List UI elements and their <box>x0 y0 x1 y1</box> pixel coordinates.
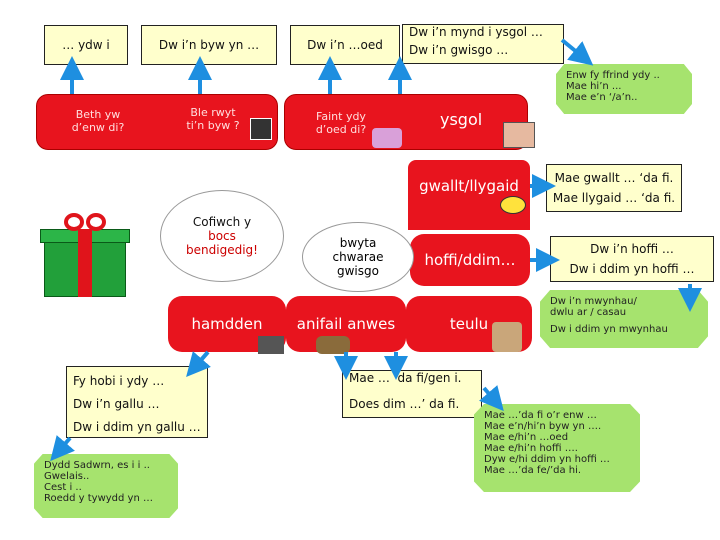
board-row-right <box>284 94 528 150</box>
speech-bubble: Cofiwch y bocs bendigedig! <box>160 190 284 282</box>
speech-line1: Cofiwch y <box>192 215 252 229</box>
mwynhau-note: Dw i’n mwynhau/ dwlu ar / casau Dw i ddi… <box>540 290 708 348</box>
gwallt-label: gwallt/llygaid <box>419 177 519 195</box>
sadwrn-line3: Cest i .. <box>44 482 82 493</box>
sadwrn-line2: Gwelais.. <box>44 471 90 482</box>
oval-line2: chwarae <box>332 250 384 264</box>
beth-yw-card: Beth yw d’enw di? <box>71 108 125 134</box>
anifail-label: anifail anwes <box>296 315 396 333</box>
gift-box-icon <box>40 205 130 297</box>
house-icon <box>250 118 272 140</box>
bwyta-oval: bwyta chwarae gwisgo <box>302 222 414 292</box>
sadwrn-note: Dydd Sadwrn, es i i .. Gwelais.. Cest i … <box>34 454 178 518</box>
ysgol-line1: Dw i’n mynd i ysgol … <box>409 25 543 39</box>
teulu-label: teulu <box>449 315 489 333</box>
ffrind-line3: Mae e’n ‘/a’n.. <box>566 92 638 103</box>
byw-yn-text: Dw i’n byw yn … <box>158 38 260 52</box>
ysgol-label: ysgol <box>440 110 483 129</box>
sadwrn-line4: Roedd y tywydd yn … <box>44 493 153 504</box>
hobby-box: Fy hobi i ydy … Dw i’n gallu … Dw i ddim… <box>66 366 208 438</box>
gwallt-phrases-box: Mae gwallt … ‘da fi. Mae llygaid … ‘da f… <box>546 164 682 212</box>
teulu-line6: Mae …’da fe/’da hi. <box>484 465 582 476</box>
ysgol-line2: Dw i’n gwisgo … <box>409 43 509 57</box>
teulu-line5: Dyw e/hi ddim yn hoffi … <box>484 454 610 465</box>
pet-icon <box>316 336 350 354</box>
mwynhau-line2: dwlu ar / casau <box>550 307 627 318</box>
speech-line3: bendigedig! <box>186 243 258 257</box>
oval-line3: gwisgo <box>337 264 379 278</box>
hobby-line3: Dw i ddim yn gallu … <box>73 420 201 434</box>
console-icon <box>258 336 284 354</box>
oed-text: Dw i’n …oed <box>307 38 383 52</box>
speech-line2: bocs <box>208 229 236 243</box>
arrow-ffrind <box>560 38 594 66</box>
hamdden-label: hamdden <box>191 315 263 333</box>
oval-line1: bwyta <box>339 236 377 250</box>
teulu-line1: Mae …’da fi o’r enw … <box>484 410 597 421</box>
faint-ydy-card: Faint ydy d’oed di? <box>315 110 367 136</box>
mwynhau-line1: Dw i’n mwynhau/ <box>550 296 637 307</box>
ffrind-line1: Enw fy ffrind ydy .. <box>566 70 660 81</box>
hoffi-phrase-2: Dw i ddim yn hoffi … <box>569 262 695 276</box>
oed-box: Dw i’n …oed <box>290 25 400 65</box>
ble-rwyt-card: Ble rwyt ti’n byw ? <box>186 106 240 132</box>
gwallt-phrase-1: Mae gwallt … ‘da fi. <box>554 171 674 185</box>
teulu-line2: Mae e’n/hi’n byw yn …. <box>484 421 602 432</box>
ydw-i-box: … ydw i <box>44 25 128 65</box>
hoffi-phrase-1: Dw i’n hoffi … <box>590 242 674 256</box>
gwallt-tile-base <box>408 212 530 230</box>
arrow-teulu-note <box>479 385 504 412</box>
hobby-line2: Dw i’n gallu … <box>73 397 160 411</box>
ydw-i-text: … ydw i <box>62 38 110 52</box>
ffrind-line2: Mae hi’n ... <box>566 81 622 92</box>
anifail-tile: anifail anwes <box>286 296 406 352</box>
hoffi-label: hoffi/ddim… <box>424 251 516 269</box>
gwallt-phrase-2: Mae llygaid … ‘da fi. <box>552 191 676 205</box>
school-icon <box>503 122 535 148</box>
arrow-sadwrn <box>50 435 75 462</box>
family-icon <box>492 322 522 352</box>
hobby-line1: Fy hobi i ydy … <box>73 374 165 388</box>
hoffi-phrases-box: Dw i’n hoffi … Dw i ddim yn hoffi … <box>550 236 714 282</box>
mwynhau-line3: Dw i ddim yn mwynhau <box>550 324 668 335</box>
ysgol-box: Dw i’n mynd i ysgol … Dw i’n gwisgo … <box>402 24 564 64</box>
cake-icon <box>372 128 402 148</box>
face-icon <box>500 196 526 214</box>
board-row-left <box>36 94 278 150</box>
byw-yn-box: Dw i’n byw yn … <box>141 25 277 65</box>
teulu-note: Mae …’da fi o’r enw … Mae e’n/hi’n byw y… <box>474 404 640 492</box>
teulu-line4: Mae e/hi’n hoffi …. <box>484 443 578 454</box>
sadwrn-line1: Dydd Sadwrn, es i i .. <box>44 460 150 471</box>
does-dim-phrase: Does dim …’ da fi. <box>349 397 460 411</box>
mae-da-phrase: Mae … ‘da fi/gen i. <box>349 371 462 385</box>
mae-da-box: Mae … ‘da fi/gen i. Does dim …’ da fi. <box>342 370 482 418</box>
teulu-line3: Mae e/hi’n …oed <box>484 432 569 443</box>
ffrind-note: Enw fy ffrind ydy .. Mae hi’n ... Mae e’… <box>556 64 692 114</box>
hoffi-tile: hoffi/ddim… <box>410 234 530 286</box>
